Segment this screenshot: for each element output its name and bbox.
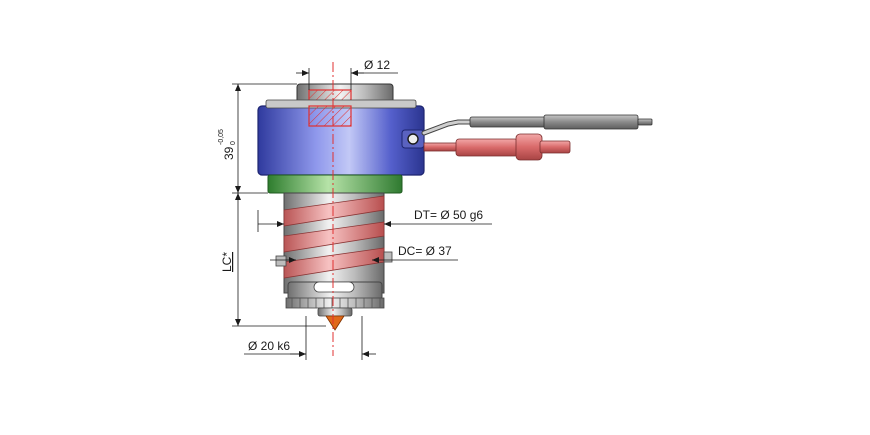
dim-tip-diameter: Ø 20 k6 [244, 316, 376, 360]
lower-nozzle [285, 281, 385, 331]
blue-housing [257, 99, 425, 176]
dim-bore-diameter: Ø 12 [296, 58, 398, 90]
dim-core-diameter: DC= Ø 37 [270, 244, 458, 263]
thread-diameter-label: DT= Ø 50 g6 [414, 208, 483, 222]
core-diameter-label: DC= Ø 37 [398, 244, 452, 258]
height-tolerance-lower: 0 [230, 141, 237, 145]
height-tolerance-upper: -0,05 [218, 129, 225, 145]
threaded-body [275, 192, 393, 294]
dim-length: LC* [220, 193, 326, 327]
grey-cable [421, 114, 653, 136]
dim-thread-diameter: DT= Ø 50 g6 [257, 208, 492, 232]
bore-diameter-label: Ø 12 [364, 58, 390, 72]
tip-diameter-label: Ø 20 k6 [248, 339, 290, 353]
red-connector [423, 133, 571, 161]
cable-bracket [401, 129, 425, 149]
length-label: LC* [220, 252, 234, 272]
dim-height: 39 -0,05 0 [218, 83, 297, 194]
coil-windings [283, 195, 385, 279]
height-value: 39 [222, 146, 236, 160]
green-flange [267, 174, 403, 194]
